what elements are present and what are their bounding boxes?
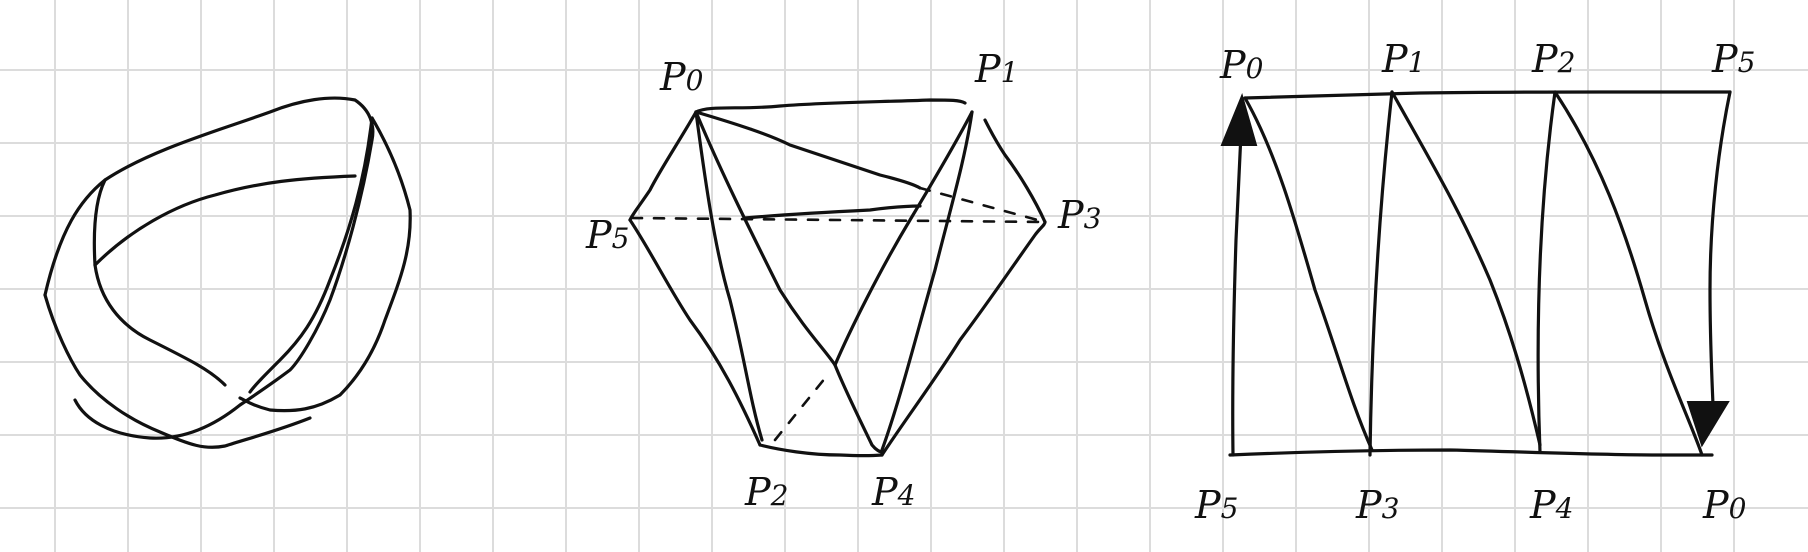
label-hex-p3: P3 — [1057, 193, 1101, 237]
octahedron-sketch — [628, 98, 1048, 458]
label-hex-p5: P5 — [585, 213, 629, 257]
label-rect-bottom-p4: P4 — [1529, 483, 1573, 527]
label-rect-top-p0: P0 — [1219, 43, 1263, 87]
label-rect-top-p2: P2 — [1531, 37, 1575, 81]
up-arrowhead — [1220, 92, 1258, 146]
label-rect-top-p1: P1 — [1381, 37, 1425, 81]
rectangle-strip-sketch — [1220, 90, 1732, 457]
label-hex-p4: P4 — [871, 470, 915, 514]
down-arrowhead — [1686, 401, 1730, 448]
label-rect-bottom-p5: P5 — [1194, 483, 1238, 527]
label-rect-bottom-p0: P0 — [1702, 483, 1746, 527]
label-rect-bottom-p3: P3 — [1355, 483, 1399, 527]
label-hex-p2: P2 — [744, 470, 788, 514]
label-hex-p0: P0 — [659, 55, 703, 99]
label-hex-p1: P1 — [974, 47, 1018, 91]
label-rect-top-p5: P5 — [1711, 37, 1755, 81]
mobius-strip-sketch — [43, 96, 412, 449]
